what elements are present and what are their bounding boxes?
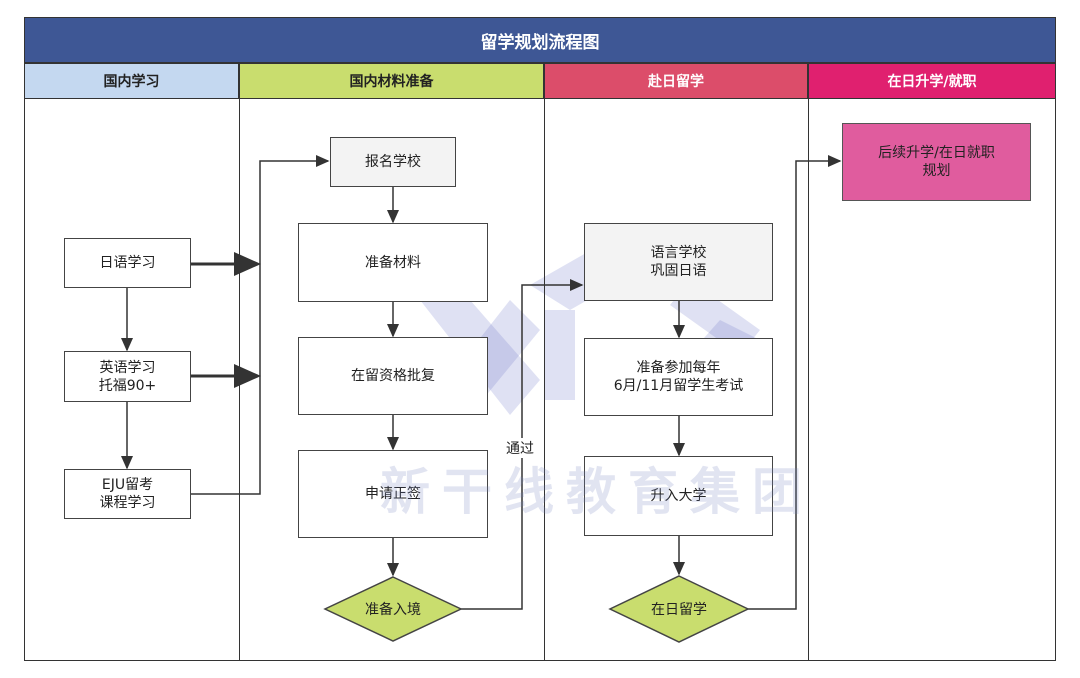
node-prepare-entry-label: 准备入境 [365,602,421,618]
study-decision-diamond [608,575,750,643]
edge-label-pass: 通过 [504,438,536,458]
node-university: 升入大学 [584,456,773,536]
node-japanese-study: 日语学习 [64,238,191,288]
lane-divider [544,63,545,661]
lane-divider [239,63,240,661]
node-prepare-materials: 准备材料 [298,223,488,302]
lane-header-career-in-japan: 在日升学/就职 [808,63,1056,99]
diagram-title: 留学规划流程图 [24,17,1056,63]
node-apply-visa: 申请正签 [298,450,488,538]
lane-divider [808,63,809,661]
watermark-text: 新干线教育集团 [380,463,814,521]
node-residence-approval: 在留资格批复 [298,337,488,415]
node-future-planning: 后续升学/在日就职 规划 [842,123,1031,201]
node-language-school: 语言学校 巩固日语 [584,223,773,301]
node-apply-school: 报名学校 [330,137,456,187]
entry-decision-diamond [323,576,463,642]
lane-header-study-in-japan: 赴日留学 [544,63,808,99]
lane-header-domestic-materials: 国内材料准备 [239,63,544,99]
node-exam-prep: 准备参加每年 6月/11月留学生考试 [584,338,773,416]
node-eju-course: EJU留考 课程学习 [64,469,191,519]
node-english-study: 英语学习 托福90+ [64,351,191,402]
node-study-in-japan-label: 在日留学 [651,602,707,618]
lane-header-domestic-study: 国内学习 [24,63,239,99]
